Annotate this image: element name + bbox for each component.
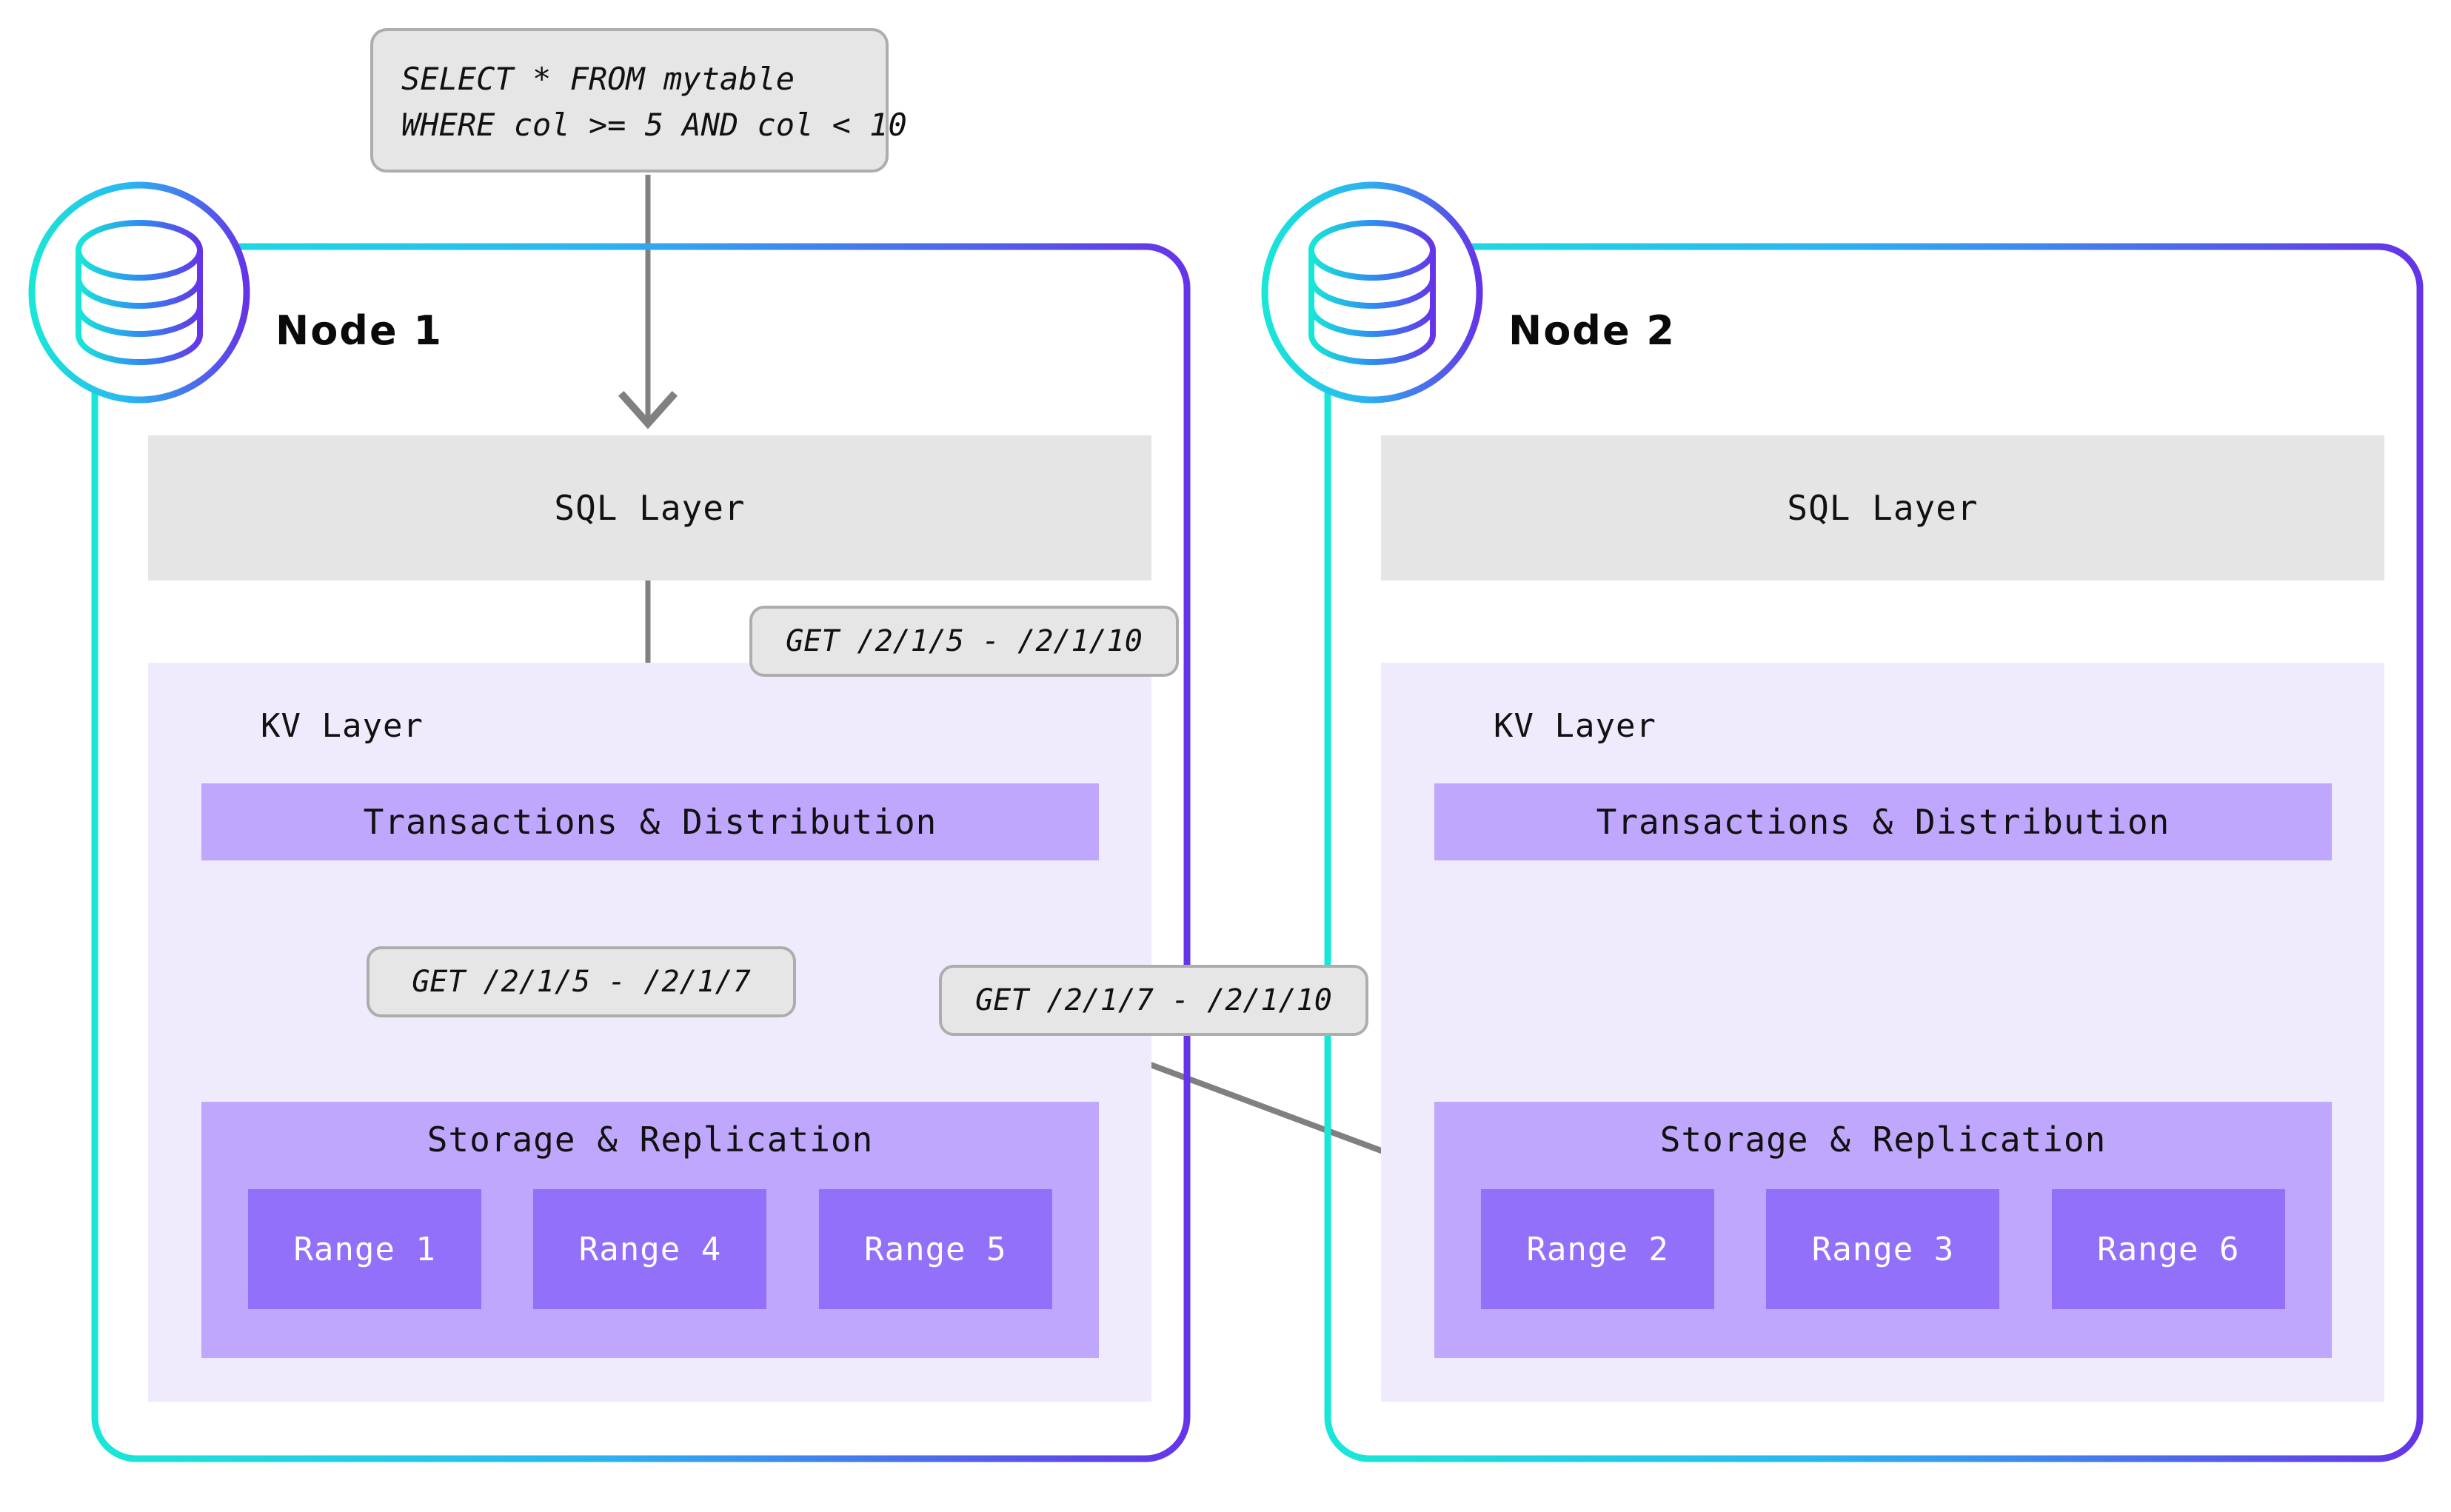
range-label: Range 3 xyxy=(1811,1230,1955,1268)
node-2-sql-layer-label: SQL Layer xyxy=(1787,488,1979,528)
range-label: Range 4 xyxy=(578,1230,722,1268)
range-box[interactable]: Range 4 xyxy=(533,1189,767,1309)
arrow-query-to-sql-layer xyxy=(618,175,678,429)
database-icon xyxy=(76,220,203,365)
get-annotation-full-range: GET /2/1/5 - /2/1/10 xyxy=(749,606,1179,677)
node-2-transactions-label: Transactions & Distribution xyxy=(1596,802,2170,842)
node-1-transactions-label: Transactions & Distribution xyxy=(363,802,937,842)
node-2-sql-layer: SQL Layer xyxy=(1381,435,2384,581)
node-1-kv-layer-label: KV Layer xyxy=(261,707,424,745)
range-label: Range 5 xyxy=(864,1230,1007,1268)
node-2-kv-layer-label: KV Layer xyxy=(1494,707,1656,745)
node-2-transactions-bar: Transactions & Distribution xyxy=(1434,783,2332,860)
get-annotation-label: GET /2/1/7 - /2/1/10 xyxy=(975,983,1332,1017)
node-2-storage-label: Storage & Replication xyxy=(1659,1120,2107,1160)
range-box[interactable]: Range 6 xyxy=(2051,1189,2285,1309)
node-1-transactions-bar: Transactions & Distribution xyxy=(201,783,1099,860)
range-label: Range 1 xyxy=(293,1230,436,1268)
node-1-title: Node 1 xyxy=(275,307,443,354)
range-box[interactable]: Range 5 xyxy=(818,1189,1052,1309)
node-1-sql-layer: SQL Layer xyxy=(148,435,1151,581)
database-icon xyxy=(1308,220,1436,365)
node-2-storage-box: Storage & Replication Range 2 Range 3 Ra… xyxy=(1434,1102,2332,1358)
node-2-title: Node 2 xyxy=(1508,307,1676,354)
range-label: Range 2 xyxy=(1526,1230,1669,1268)
range-box[interactable]: Range 2 xyxy=(1481,1189,1715,1309)
node-1-storage-label: Storage & Replication xyxy=(427,1120,874,1160)
node-1-sql-layer-label: SQL Layer xyxy=(554,488,746,528)
get-annotation-left-range: GET /2/1/5 - /2/1/7 xyxy=(367,946,796,1017)
node-2-range-row: Range 2 Range 3 Range 6 xyxy=(1434,1189,2332,1309)
sql-query-callout: SELECT * FROM mytable WHERE col >= 5 AND… xyxy=(370,28,907,173)
range-box[interactable]: Range 3 xyxy=(1766,1189,2000,1309)
node-2-icon-circle xyxy=(1261,181,1483,404)
get-annotation-label: GET /2/1/5 - /2/1/7 xyxy=(412,965,751,999)
get-annotation-right-range: GET /2/1/7 - /2/1/10 xyxy=(939,965,1368,1036)
node-1-icon-circle xyxy=(28,181,250,404)
range-label: Range 6 xyxy=(2097,1230,2240,1268)
range-box[interactable]: Range 1 xyxy=(248,1189,482,1309)
node-1-range-row: Range 1 Range 4 Range 5 xyxy=(201,1189,1099,1309)
get-annotation-label: GET /2/1/5 - /2/1/10 xyxy=(786,624,1143,658)
node-1-storage-box: Storage & Replication Range 1 Range 4 Ra… xyxy=(201,1102,1099,1358)
